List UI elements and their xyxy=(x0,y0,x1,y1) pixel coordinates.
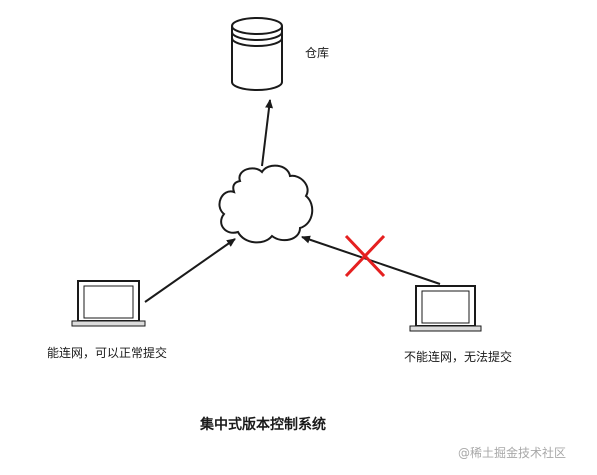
arrow-cloud-to-repository xyxy=(261,99,274,167)
diagram-title: 集中式版本控制系统 xyxy=(200,417,326,433)
laptop-icon xyxy=(409,285,482,332)
laptop-icon xyxy=(71,280,146,327)
cross-icon xyxy=(344,234,386,278)
database-icon xyxy=(231,17,283,91)
disconnected-client-label: 不能连网，无法提交 xyxy=(404,350,513,364)
connected-client-label: 能连网，可以正常提交 xyxy=(47,346,168,360)
watermark: @稀土掘金技术社区 xyxy=(458,446,567,460)
cloud-icon xyxy=(218,164,314,244)
arrow-left-laptop-to-cloud xyxy=(144,238,236,303)
repository-label: 仓库 xyxy=(305,46,330,60)
